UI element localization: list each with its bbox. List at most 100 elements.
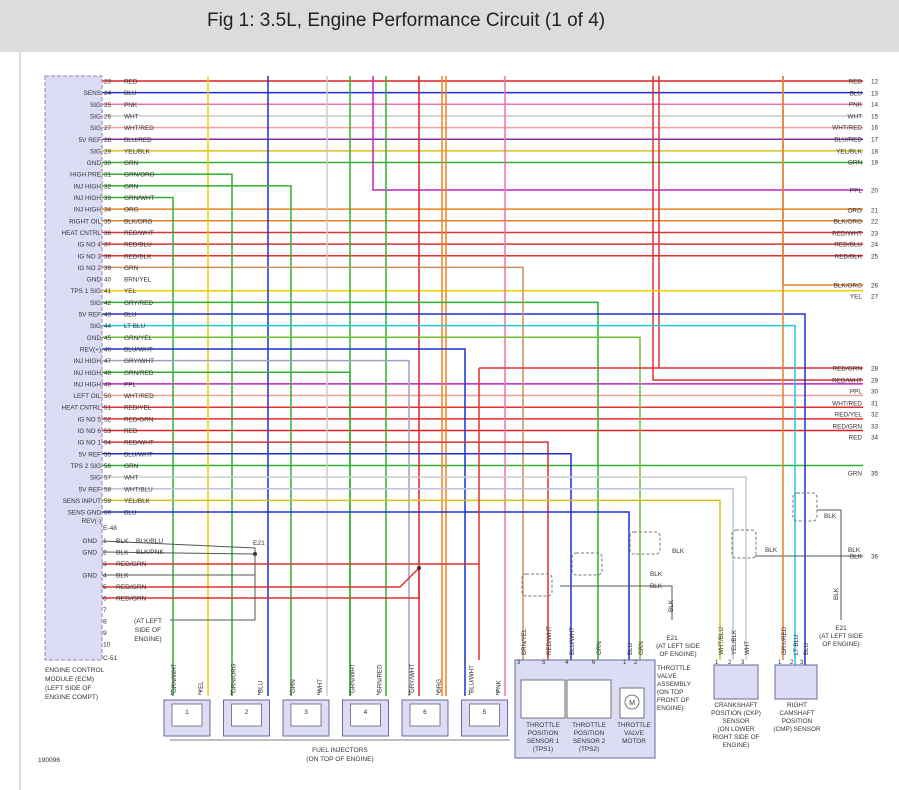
injector-6-coil	[409, 703, 441, 727]
ecm-pin-number-41: 41	[104, 288, 112, 295]
ecm-pin-number-60: 60	[104, 510, 112, 517]
injector-pin-2: 2	[317, 691, 321, 697]
ground-note: OF ENGINE)	[659, 651, 696, 658]
ecm-pin-number-50: 50	[104, 393, 112, 400]
injector-3-number: 3	[304, 709, 308, 716]
right-pin-number-29: 29	[871, 378, 879, 385]
ground-pin-number: 1	[103, 538, 107, 545]
ecm-pin-wire-41: YEL	[124, 288, 137, 295]
ecm-pin-signal-36: HEAT CNTRL	[61, 230, 101, 237]
ecm-pin-number-53: 53	[104, 428, 112, 435]
right-pin-number-20: 20	[871, 188, 879, 195]
injector-4-coil	[350, 703, 381, 727]
right-pin-wire-27: YEL	[850, 294, 863, 301]
wire-ppl-20	[372, 76, 863, 191]
ecm-pin-number-35: 35	[104, 218, 112, 225]
ecm-pin-signal-47: INJ HIGH	[74, 358, 102, 365]
ecm-pin-wire-48: GRN/RED	[124, 370, 154, 377]
ecm-pin-wire-25: PNK	[124, 102, 138, 109]
injector-5-coil	[469, 703, 500, 727]
ecm-pin-wire-49: PPL	[124, 381, 137, 388]
ecm-pin-signal-37: IG NO 4	[78, 242, 102, 249]
title-bar: Fig 1: 3.5L, Engine Performance Circuit …	[0, 0, 899, 52]
tps2-label: (TPS2)	[579, 746, 599, 753]
throttle-wire-GRN: GRN	[596, 641, 603, 655]
tps2-label: THROTTLE	[572, 722, 606, 729]
ecm-pin-number-57: 57	[104, 475, 112, 482]
right-pin-wire-17: BLU/RED	[834, 137, 862, 144]
ground-pin-wire: BLK	[116, 550, 129, 557]
right-pin-number-35: 35	[871, 471, 879, 478]
wire-54	[102, 441, 549, 660]
ecm-label: ENGINE COMPT)	[45, 694, 98, 701]
ecm-pin-signal-32: INJ HIGH	[74, 183, 102, 190]
wire-32	[102, 185, 292, 696]
ecm-pin-signal-28: 5V REF	[79, 137, 101, 144]
injector-pin-2: 2	[198, 691, 202, 697]
ground-pin-number: 3	[103, 561, 107, 568]
right-pin-wire-33: RED/GRN	[833, 424, 863, 431]
ground-note: (AT LEFT	[134, 618, 162, 625]
tps2-element	[566, 679, 612, 719]
ecm-pin-signal-25: SIG	[90, 102, 101, 109]
right-pin-wire-30: PPL	[850, 389, 863, 396]
injector-3-wire1: GRN	[290, 679, 297, 693]
wire-31	[102, 173, 233, 696]
ecm-pin-number-31: 31	[104, 172, 112, 179]
ecm-pin-signal-26: SIG	[90, 113, 101, 120]
blk-label: BLK	[824, 513, 837, 520]
ckp-wire-WHT/BLU: WHT/BLU	[718, 627, 725, 655]
right-pin-wire-36: BLK	[850, 554, 863, 561]
ecm-pin-signal-44: SIG	[90, 323, 101, 330]
ckp-pin: 2	[728, 660, 732, 666]
throttle-assembly-label: (ON TOP	[657, 689, 683, 696]
blk-label: BLK	[833, 587, 840, 600]
ecm-pin-signal-49: INJ HIGH	[74, 381, 102, 388]
ecm-pin-wire-51: RED/YEL	[124, 405, 152, 412]
wire-57	[102, 476, 747, 660]
right-pin-number-16: 16	[871, 125, 879, 132]
tps2-label: SENSOR 2	[573, 738, 606, 745]
ckp-label: ENGINE)	[723, 742, 750, 749]
cmp-label: RIGHT	[787, 702, 807, 709]
shield-symbol	[521, 573, 553, 597]
ecm-pin-wire-24: BLU	[124, 90, 137, 97]
figure-title: Fig 1: 3.5L, Engine Performance Circuit …	[207, 10, 606, 31]
ecm-pin-number-34: 34	[104, 207, 112, 214]
ecm-box	[44, 75, 103, 661]
ecm-pin-wire-28: BLU/RED	[124, 137, 152, 144]
motor-element	[619, 687, 645, 719]
right-pin-wire-19: GRN	[848, 160, 863, 167]
ecm-pin-wire-45: GRN/YEL	[124, 335, 153, 342]
tps2-label: POSITION	[574, 730, 605, 737]
ecm-pin-number-44: 44	[104, 323, 112, 330]
ecm-pin-number-55: 55	[104, 451, 112, 458]
cmp-sensor-box	[774, 664, 818, 700]
throttle-wire-BRN/YEL: BRN/YEL	[521, 628, 528, 655]
injector-2-coil	[231, 703, 262, 727]
ecm-pin-wire-26: WHT	[124, 113, 139, 120]
throttle-pin: 1	[623, 660, 627, 666]
ckp-label: POSITION (CKP)	[711, 710, 761, 717]
injector-pin-1: 1	[289, 691, 293, 697]
injector-3-wire2: WHT	[317, 679, 324, 693]
blk-label: BLK	[672, 548, 685, 555]
ecm-pin-number-37: 37	[104, 242, 112, 249]
ecm-pin-wire-50: WHT/RED	[124, 393, 154, 400]
blk-label: BLK	[765, 547, 778, 554]
ecm-pin-number-40: 40	[104, 277, 112, 284]
injector-1-number: 1	[185, 709, 189, 716]
ground-pin-number: 9	[103, 630, 107, 637]
right-pin-number-34: 34	[871, 435, 879, 442]
ecm-pin-wire-23: RED	[124, 79, 138, 86]
ecm-pin-number-23: 23	[104, 79, 112, 86]
ecm-pin-number-28: 28	[104, 137, 112, 144]
ecm-pin-signal-39: IG NO 2	[78, 265, 102, 272]
motor-label: MOTOR	[622, 738, 646, 745]
ground-pin-signal: GND	[82, 573, 97, 580]
ecm-pin-signal-40: GND	[87, 277, 102, 284]
injector-6-wire2: ORG	[436, 679, 443, 693]
shield-symbol	[731, 529, 757, 559]
ecm-pin-number-32: 32	[104, 183, 112, 190]
